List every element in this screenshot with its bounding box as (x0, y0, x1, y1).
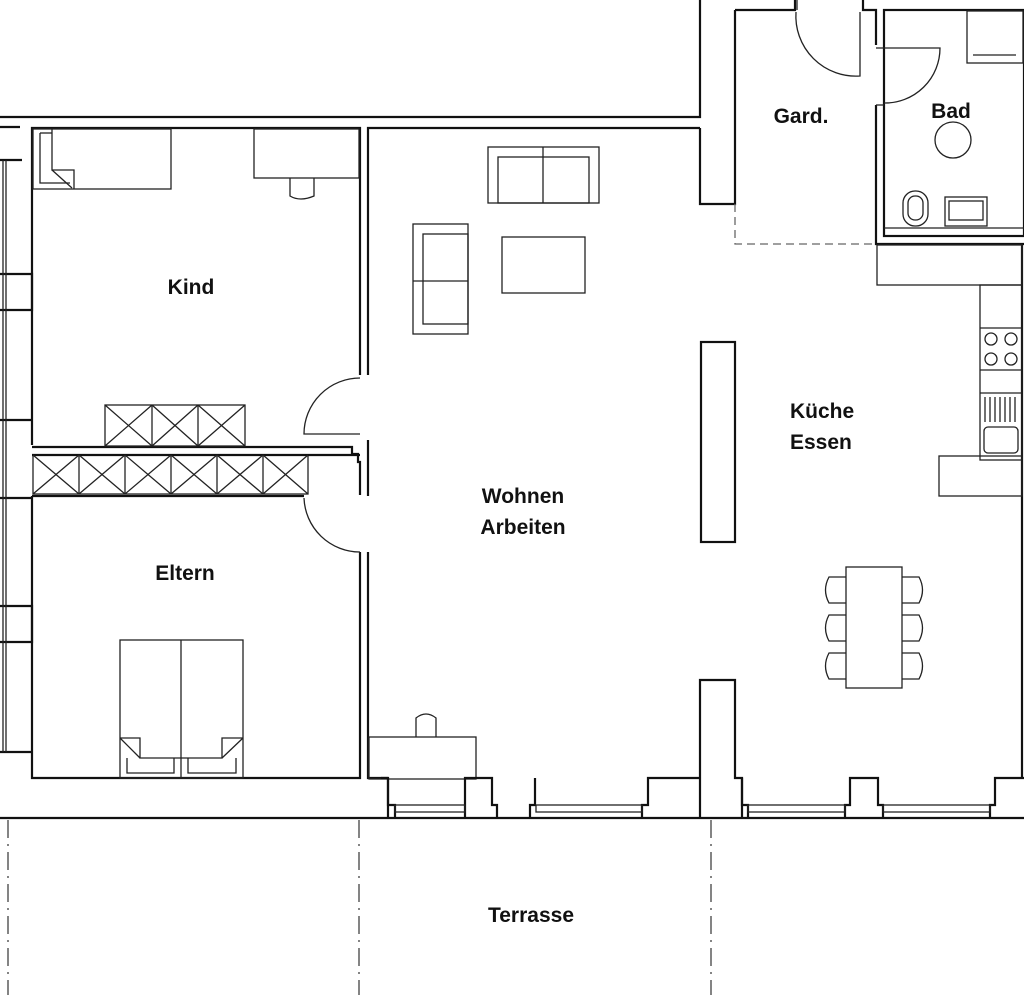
room-label-essen: Essen (790, 431, 852, 454)
room-label-arbeiten: Arbeiten (480, 516, 565, 539)
room-label-wohnen: Wohnen (482, 485, 564, 508)
room-label-garderobe: Gard. (774, 105, 829, 128)
area-terrasse: Terrasse (7, 820, 712, 995)
room-bad: Bad (874, 8, 1024, 246)
room-label-kind: Kind (168, 276, 215, 299)
room-kind: Kind (30, 126, 700, 449)
room-garderobe: Gard. (734, 0, 878, 245)
room-label-eltern: Eltern (155, 562, 215, 585)
room-label-terrasse: Terrasse (488, 904, 574, 927)
room-label-kueche: Küche (790, 400, 854, 423)
windows-bottom (381, 776, 1024, 818)
room-eltern: Eltern (30, 494, 362, 780)
room-label-bad: Bad (931, 100, 971, 123)
outer-walls (0, 0, 1024, 820)
wardrobe-kind (104, 404, 246, 447)
wardrobe-hall (32, 440, 370, 496)
sink (983, 397, 1019, 454)
room-kueche: Küche Essen (790, 244, 1024, 778)
room-wohnen: Wohnen Arbeiten (366, 10, 744, 818)
